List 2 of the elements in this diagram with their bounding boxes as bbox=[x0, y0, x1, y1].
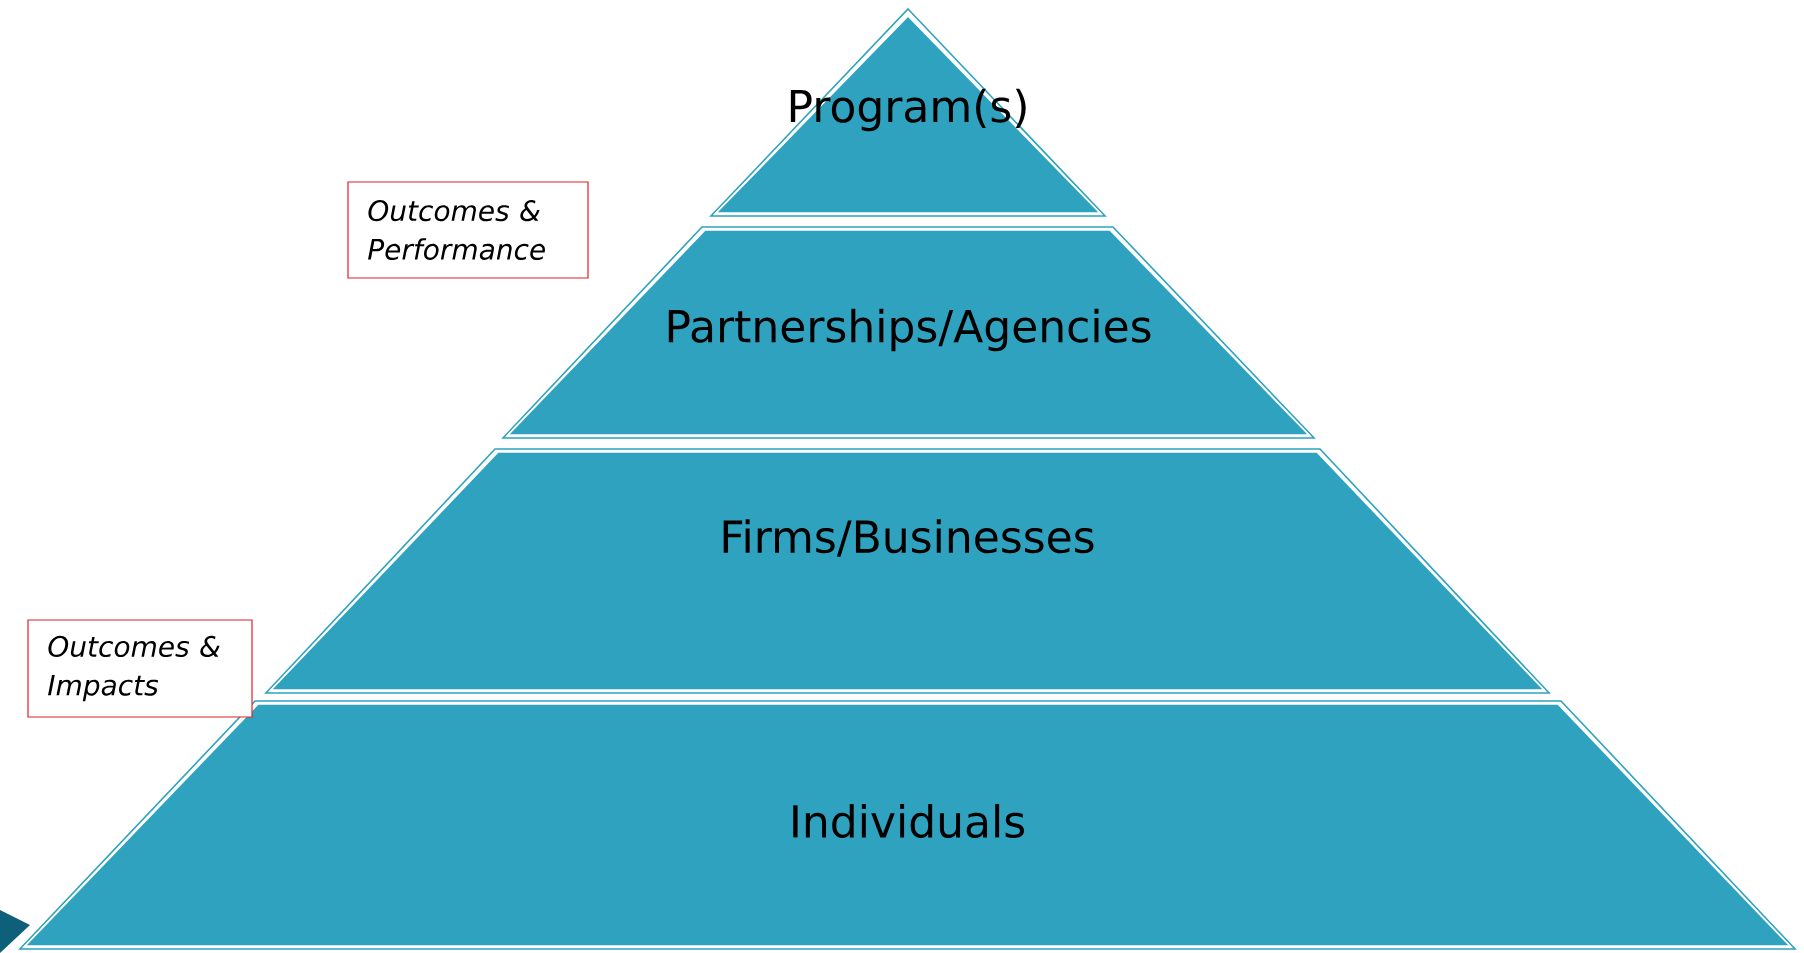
callout-box: Outcomes & Impacts bbox=[27, 619, 253, 718]
callout-box: Outcomes & Performance bbox=[347, 181, 589, 279]
